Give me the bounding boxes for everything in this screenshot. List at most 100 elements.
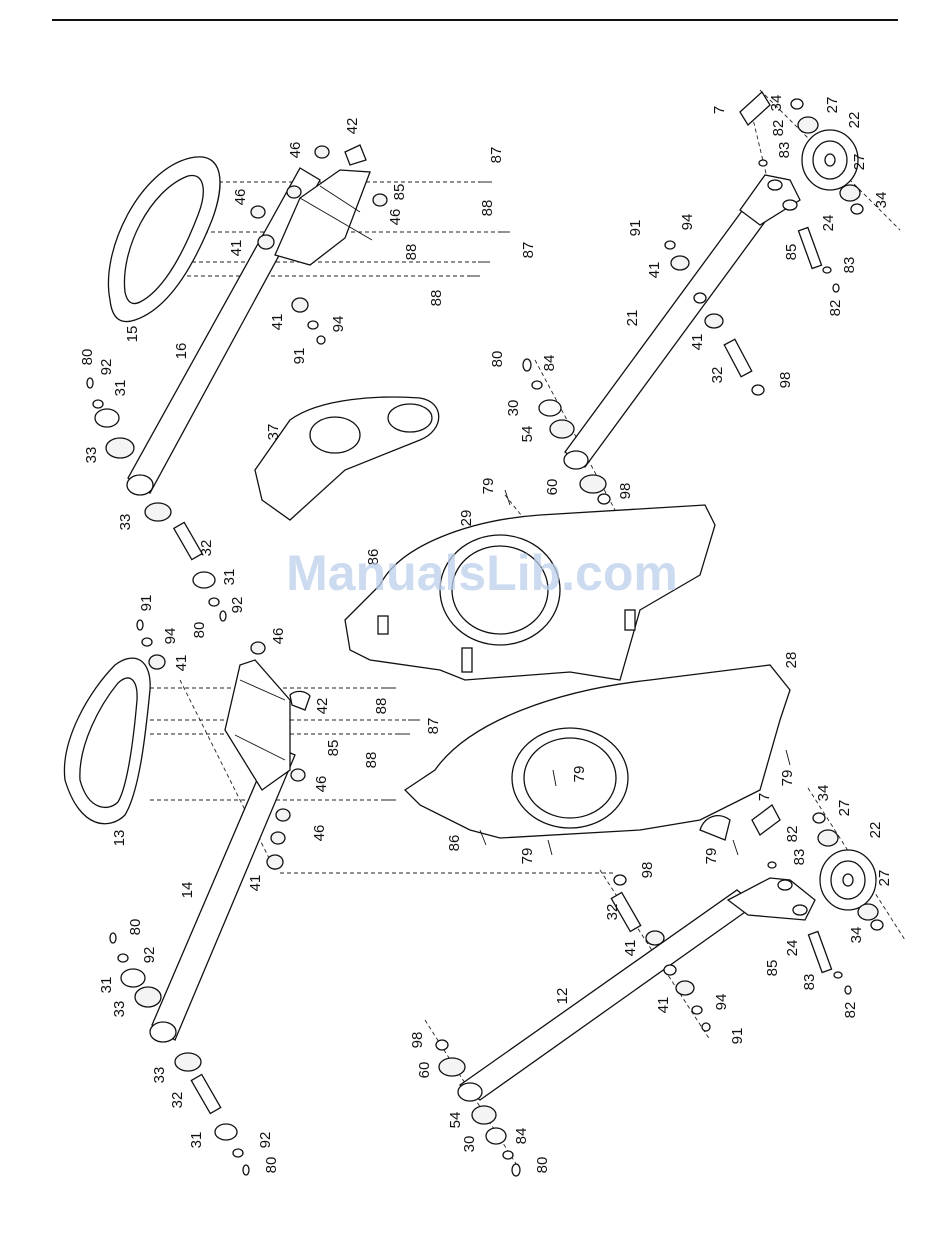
- callout-label: 98: [617, 483, 634, 500]
- callout-label: 87: [488, 147, 505, 164]
- screws: [383, 181, 791, 856]
- callout-label: 54: [447, 1112, 464, 1129]
- callout-label: 15: [124, 326, 141, 343]
- callout-label: 60: [544, 479, 561, 496]
- callout-label: 33: [111, 1001, 128, 1018]
- crank-wheel-22-top: [739, 90, 864, 270]
- callout-label: 32: [169, 1092, 186, 1109]
- callout-label: 27: [876, 870, 893, 887]
- callout-label: 33: [117, 514, 134, 531]
- pedal-arm-21: [563, 174, 801, 470]
- callout-label: 33: [151, 1067, 168, 1084]
- callout-label: 46: [232, 189, 249, 206]
- console-37: [254, 396, 440, 521]
- handlebar-14: [149, 641, 311, 1043]
- pedal-arm-12: [457, 877, 816, 1102]
- callout-label: 46: [270, 628, 287, 645]
- callout-label: 27: [836, 800, 853, 817]
- callout-label: 34: [848, 927, 865, 944]
- callout-label: 83: [801, 974, 818, 991]
- callout-label: 42: [314, 698, 331, 715]
- callout-label: 85: [325, 740, 342, 757]
- callout-label: 30: [505, 400, 522, 417]
- callout-label: 80: [534, 1157, 551, 1174]
- callout-label: 30: [461, 1136, 478, 1153]
- callout-label: 16: [173, 343, 190, 360]
- callout-label: 83: [776, 142, 793, 159]
- callout-label: 85: [391, 184, 408, 201]
- callout-label: 91: [729, 1028, 746, 1045]
- callout-label: 46: [311, 825, 328, 842]
- callout-label: 82: [842, 1002, 859, 1019]
- callout-label: 22: [867, 822, 884, 839]
- callout-label: 80: [191, 622, 208, 639]
- callout-label: 24: [784, 940, 801, 957]
- callout-label: 80: [263, 1157, 280, 1174]
- callout-label: 27: [851, 154, 868, 171]
- callout-label: 7: [711, 106, 728, 114]
- callout-label: 88: [479, 200, 496, 217]
- callout-label: 92: [229, 597, 246, 614]
- callout-label: 86: [365, 549, 382, 566]
- callout-label: 34: [873, 192, 890, 209]
- callout-label: 41: [622, 940, 639, 957]
- callout-label: 92: [257, 1132, 274, 1149]
- callout-label: 79: [703, 848, 720, 865]
- callout-label: 37: [265, 424, 282, 441]
- callout-label: 79: [571, 766, 588, 783]
- callout-label: 83: [841, 257, 858, 274]
- callout-label: 14: [179, 882, 196, 899]
- callout-label: 87: [520, 242, 537, 259]
- callout-label: 82: [827, 300, 844, 317]
- callout-label: 34: [815, 785, 832, 802]
- callout-label: 92: [141, 947, 158, 964]
- callout-label: 46: [387, 209, 404, 226]
- callout-label: 41: [173, 655, 190, 672]
- callout-label: 85: [764, 960, 781, 977]
- callout-label: 7: [756, 793, 773, 801]
- callout-label: 32: [604, 904, 621, 921]
- callout-label: 88: [363, 752, 380, 769]
- callout-label: 82: [784, 826, 801, 843]
- callout-label: 41: [228, 240, 245, 257]
- callout-label: 98: [639, 862, 656, 879]
- callout-label: 88: [403, 244, 420, 261]
- callout-label: 94: [679, 214, 696, 231]
- callout-label: 84: [513, 1128, 530, 1145]
- callout-label: 46: [313, 776, 330, 793]
- grip-13: [63, 657, 151, 825]
- shield-29: [344, 504, 716, 681]
- callout-label: 92: [98, 359, 115, 376]
- callout-label: 80: [79, 349, 96, 366]
- callout-label: 79: [480, 478, 497, 495]
- callout-label: 91: [138, 595, 155, 612]
- callout-label: 27: [824, 97, 841, 114]
- callout-label: 60: [416, 1062, 433, 1079]
- callout-label: 85: [783, 244, 800, 261]
- callout-label: 31: [221, 569, 238, 586]
- callout-label: 80: [489, 351, 506, 368]
- callout-label: 34: [768, 95, 785, 112]
- hardware-lower-left: [109, 619, 250, 1176]
- callout-label: 94: [330, 316, 347, 333]
- handlebar-16: [126, 144, 388, 496]
- callout-label: 31: [98, 977, 115, 994]
- callout-label: 79: [779, 770, 796, 787]
- callout-label: 29: [458, 510, 475, 527]
- callout-label: 42: [344, 118, 361, 135]
- callout-label: 32: [198, 540, 215, 557]
- callout-label: 33: [83, 447, 100, 464]
- callout-label: 22: [846, 112, 863, 129]
- callout-label: 79: [519, 848, 536, 865]
- callout-label: 86: [446, 835, 463, 852]
- callout-label: 13: [111, 830, 128, 847]
- callout-label: 21: [624, 310, 641, 327]
- callout-label: 91: [627, 220, 644, 237]
- callout-label: 31: [112, 380, 129, 397]
- hardware-top-right: [522, 159, 840, 505]
- callout-label: 91: [291, 348, 308, 365]
- callout-label: 41: [247, 875, 264, 892]
- shield-28: [403, 664, 791, 841]
